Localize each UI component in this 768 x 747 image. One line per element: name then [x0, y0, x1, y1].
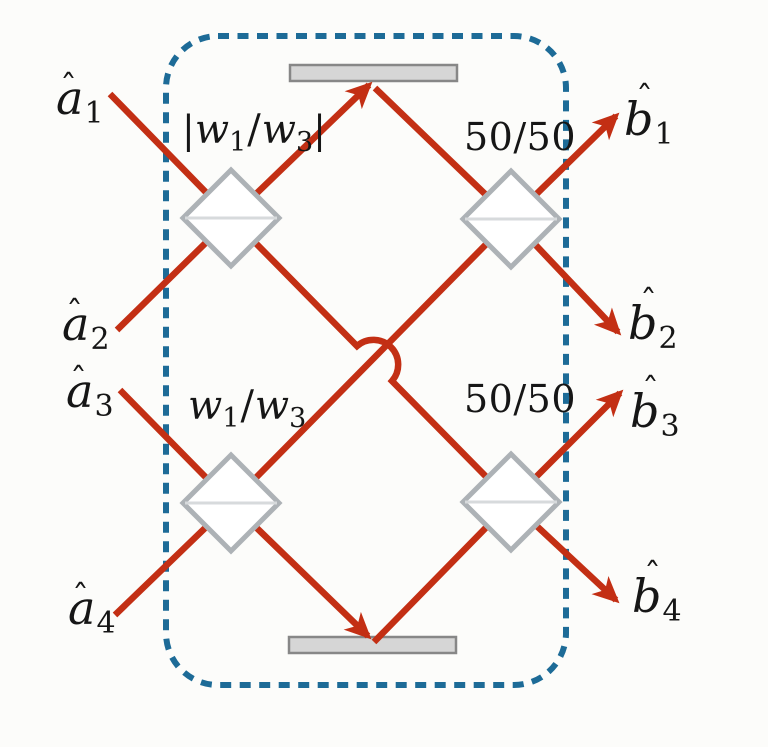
- mirror-top: [288, 63, 459, 83]
- w-letter: w: [188, 383, 223, 429]
- hat-accent-icon: ˆ: [70, 361, 87, 401]
- beam-splitter-3: [179, 451, 283, 555]
- bs1-ratio-label: |w1/w3|: [182, 110, 326, 156]
- bs4-ratio-label: 50/50: [464, 377, 577, 421]
- abs-bar: |: [313, 108, 326, 152]
- mode-letter: a: [66, 364, 94, 418]
- mode-letter: b: [632, 569, 662, 623]
- beam-splitter-2: [459, 167, 563, 271]
- beam-bs3-to-bs2: [228, 216, 514, 506]
- hat-accent-icon: ˆ: [640, 283, 657, 323]
- hat-accent-icon: ˆ: [636, 79, 653, 119]
- hat-accent-icon: ˆ: [72, 578, 89, 618]
- bs2-ratio-label: 50/50: [464, 115, 577, 159]
- slash: /: [240, 383, 254, 429]
- w-letter: w: [254, 383, 290, 429]
- mode-subscript: 4: [662, 594, 682, 629]
- mode-subscript: 1: [84, 96, 104, 131]
- w-letter: w: [194, 107, 230, 153]
- mode-letter: b: [628, 296, 658, 350]
- mode-letter: a: [56, 71, 84, 125]
- w-subscript: 1: [222, 403, 240, 434]
- mode-letter: b: [624, 92, 654, 146]
- mode-subscript: 2: [90, 322, 110, 357]
- w-letter: w: [261, 107, 296, 153]
- hat-accent-icon: ˆ: [66, 294, 83, 334]
- mode-subscript: 2: [658, 321, 678, 356]
- mode-subscript: 3: [660, 409, 680, 444]
- beam-bs1-to-bs4-with-crossover-hop: [228, 215, 514, 505]
- dashed-boundary-box: [163, 33, 569, 688]
- mode-letter: b: [630, 384, 660, 438]
- mode-subscript: 3: [94, 389, 114, 424]
- beam-paths: [107, 81, 624, 645]
- beam-splitter-4: [459, 450, 563, 554]
- mode-letter: a: [68, 581, 96, 635]
- w-subscript: 3: [295, 127, 314, 158]
- mode-subscript: 1: [654, 117, 674, 152]
- w-subscript: 1: [229, 127, 247, 158]
- slash: /: [247, 107, 261, 153]
- beam-splitter-1: [179, 166, 283, 270]
- abs-bar: |: [182, 108, 195, 152]
- hat-accent-icon: ˆ: [642, 371, 659, 411]
- hat-accent-icon: ˆ: [60, 68, 77, 108]
- mode-letter: a: [62, 297, 90, 351]
- mode-subscript: 4: [96, 606, 116, 641]
- hat-accent-icon: ˆ: [644, 556, 661, 596]
- mirror-bottom: [287, 635, 458, 655]
- beam-splitters: [179, 166, 563, 555]
- bs3-ratio-label: w1/w3: [188, 386, 306, 432]
- w-subscript: 3: [289, 403, 307, 434]
